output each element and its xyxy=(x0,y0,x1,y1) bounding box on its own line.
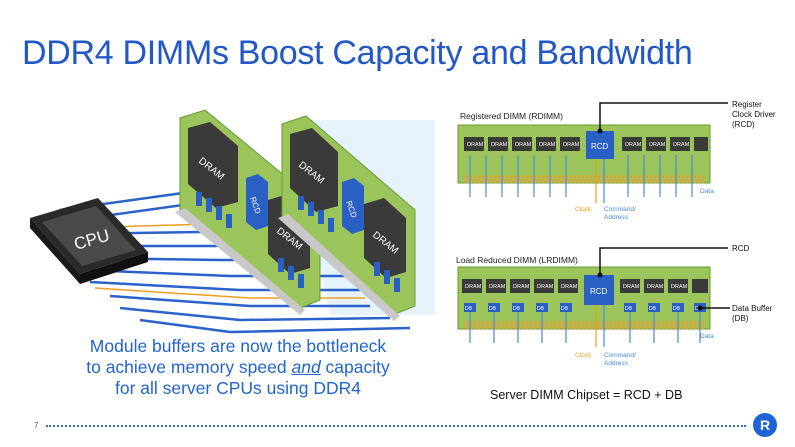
chipset-equation: Server DIMM Chipset = RCD + DB xyxy=(490,388,683,402)
dimm2-dram-chip: DRAM xyxy=(290,128,338,212)
svg-text:Data Buffer: Data Buffer xyxy=(732,304,773,313)
company-logo: R xyxy=(753,413,777,437)
dimm-module-2: DRAM RCD DRAM xyxy=(278,115,416,321)
caption-line-2: to achieve memory speed and capacity xyxy=(86,357,390,377)
lrdimm-heading: Load Reduced DIMM (LRDIMM) xyxy=(456,255,578,265)
rdimm-command-label: Command/ xyxy=(604,206,636,213)
footer-divider xyxy=(46,425,746,427)
lrdimm-dram-row: DRAM DRAM DRAM DRAM DRAM DRAM DRAM DRAM xyxy=(462,279,708,293)
lrdimm-signal-lines xyxy=(469,305,701,347)
rdimm-clock-label: Clock xyxy=(575,206,592,213)
svg-text:DRAM: DRAM xyxy=(625,142,642,148)
rdimm-address-label: Address xyxy=(604,214,629,221)
rdimm-data-label: Data xyxy=(700,188,714,195)
svg-text:DB: DB xyxy=(561,306,569,312)
lrdimm-data-label: Data xyxy=(700,333,714,340)
svg-text:DRAM: DRAM xyxy=(539,142,556,148)
rdimm-register-callout: Register Clock Driver (RCD) xyxy=(597,100,776,134)
svg-text:DRAM: DRAM xyxy=(537,284,554,290)
lrdimm-rcd-chip: RCD xyxy=(584,275,614,305)
lrdimm-command-label: Command/ xyxy=(604,352,636,359)
caption: Module buffers are now the bottleneck to… xyxy=(58,336,418,399)
rdimm-rcd-chip: RCD xyxy=(586,131,614,159)
lrdimm-address-label: Address xyxy=(604,360,629,367)
svg-text:DRAM: DRAM xyxy=(489,284,506,290)
svg-text:DRAM: DRAM xyxy=(491,142,508,148)
svg-text:DRAM: DRAM xyxy=(465,284,482,290)
svg-text:DRAM: DRAM xyxy=(513,284,530,290)
lrdimm-db-callout: Data Buffer (DB) xyxy=(697,304,773,323)
rdimm-heading: Registered DIMM (RDIMM) xyxy=(460,111,563,121)
page-number: 7 xyxy=(34,421,39,430)
caption-line-1: Module buffers are now the bottleneck xyxy=(89,336,387,356)
dimm2-rcd-chip: RCD xyxy=(342,178,364,234)
svg-text:(DB): (DB) xyxy=(732,314,749,323)
svg-text:DB: DB xyxy=(513,306,521,312)
svg-text:DB: DB xyxy=(625,306,633,312)
cpu-chip: CPU xyxy=(30,198,148,284)
lrdimm-clock-label: Clock xyxy=(575,352,592,359)
svg-text:DB: DB xyxy=(673,306,681,312)
dimm-block-diagrams: Registered DIMM (RDIMM) DRAM DRAM DRAM D… xyxy=(456,100,776,367)
svg-text:DB: DB xyxy=(649,306,657,312)
caption-emphasis: and xyxy=(291,357,321,377)
svg-text:DRAM: DRAM xyxy=(563,142,580,148)
svg-text:DB: DB xyxy=(465,306,473,312)
svg-text:DRAM: DRAM xyxy=(673,142,690,148)
rdimm-signal-lines xyxy=(469,155,693,203)
svg-text:RCD: RCD xyxy=(732,244,750,253)
dimm2-dram-chip-2: DRAM xyxy=(364,198,406,278)
svg-text:DB: DB xyxy=(489,306,497,312)
lrdimm-rcd-callout: RCD xyxy=(597,244,750,278)
svg-text:DRAM: DRAM xyxy=(623,284,640,290)
dimm1-db-chips xyxy=(196,192,304,288)
svg-text:(RCD): (RCD) xyxy=(732,120,755,129)
rdimm-board xyxy=(457,124,711,184)
dimm2-db-chips xyxy=(298,196,400,292)
rdimm-rcd-label: RCD xyxy=(591,142,609,151)
svg-text:DRAM: DRAM xyxy=(467,142,484,148)
svg-text:DRAM: DRAM xyxy=(515,142,532,148)
dimm1-rcd-chip: RCD xyxy=(246,174,268,230)
svg-text:DRAM: DRAM xyxy=(647,284,664,290)
svg-text:Clock Driver: Clock Driver xyxy=(732,110,776,119)
svg-text:Register: Register xyxy=(732,100,762,109)
slide-title: DDR4 DIMMs Boost Capacity and Bandwidth xyxy=(22,34,693,72)
dimm1-dram-chip: DRAM xyxy=(188,122,238,208)
dimm-module-1: DRAM RCD DRAM xyxy=(175,109,321,315)
svg-text:DRAM: DRAM xyxy=(649,142,666,148)
caption-line-3: for all server CPUs using DDR4 xyxy=(114,378,362,398)
svg-text:DRAM: DRAM xyxy=(561,284,578,290)
rdimm-dram-row: DRAM DRAM DRAM DRAM DRAM DRAM DRAM DRAM xyxy=(464,137,708,151)
svg-text:DB: DB xyxy=(537,306,545,312)
dimm-illustration: DRAM RCD DRAM xyxy=(30,109,435,334)
lrdimm-rcd-label: RCD xyxy=(590,287,608,296)
svg-text:DRAM: DRAM xyxy=(671,284,688,290)
